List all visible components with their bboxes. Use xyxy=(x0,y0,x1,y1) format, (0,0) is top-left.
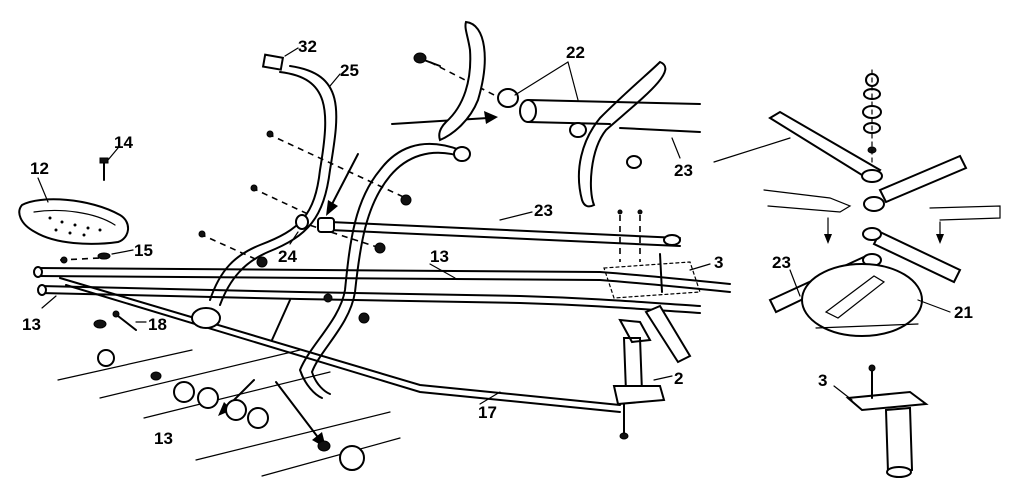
bolt-part xyxy=(93,310,137,331)
screw-part xyxy=(99,157,109,181)
leader-line xyxy=(833,385,853,401)
callout-12: 12 xyxy=(30,159,49,178)
callout-13-bottom: 13 xyxy=(154,429,173,448)
callout-23-top: 23 xyxy=(674,161,693,180)
callout-17: 17 xyxy=(478,403,497,422)
leader-line xyxy=(514,61,569,96)
seat-part xyxy=(18,198,129,245)
leader-line xyxy=(284,47,299,57)
leader-line xyxy=(499,211,533,221)
callout-13-mid: 13 xyxy=(430,247,449,266)
connector-tube-part xyxy=(497,88,701,133)
mount-bracket-part xyxy=(845,364,929,478)
bracket-part xyxy=(603,253,701,299)
bolt-top xyxy=(413,52,642,169)
diagonal-brace xyxy=(59,277,621,413)
assembly-line xyxy=(199,233,263,263)
callout-23-mid: 23 xyxy=(534,201,553,220)
washer-part xyxy=(97,252,111,260)
leader-line xyxy=(479,391,501,405)
assembly-line xyxy=(429,61,501,99)
callout-13-left: 13 xyxy=(22,315,41,334)
callout-23-right: 23 xyxy=(772,253,791,272)
callout-14: 14 xyxy=(114,133,133,152)
leader-line xyxy=(689,263,711,271)
callout-15: 15 xyxy=(134,241,153,260)
hardware-nuts xyxy=(60,130,643,324)
callout-21: 21 xyxy=(954,303,973,322)
callout-18: 18 xyxy=(148,315,167,334)
leader-line xyxy=(789,269,801,297)
assembly-line xyxy=(59,257,101,261)
leader-line xyxy=(329,73,341,87)
leader-line xyxy=(917,299,951,313)
leader-line xyxy=(653,375,673,381)
assembly-line xyxy=(299,221,381,249)
leader-line xyxy=(111,249,134,255)
curved-leg-tube xyxy=(438,20,667,208)
hardware-strip xyxy=(57,349,401,477)
assembly-line xyxy=(267,133,411,201)
callout-2: 2 xyxy=(674,369,683,388)
handle-bar-part xyxy=(209,53,338,306)
leader-line xyxy=(713,137,791,163)
leader-line xyxy=(41,295,57,309)
callout-3-right: 3 xyxy=(818,371,827,390)
callout-32: 32 xyxy=(298,37,317,56)
leader-line xyxy=(671,137,681,159)
callout-22: 22 xyxy=(566,43,585,62)
washer-stack xyxy=(862,69,882,169)
callout-3-mid: 3 xyxy=(714,253,723,272)
leader-line xyxy=(37,177,49,203)
cross-bar-part xyxy=(295,214,681,247)
callout-25: 25 xyxy=(340,61,359,80)
leader-line xyxy=(567,61,579,101)
base-plate-part xyxy=(801,263,923,337)
leader-line xyxy=(429,263,456,279)
callout-24: 24 xyxy=(278,247,297,266)
leader-line xyxy=(107,147,119,161)
leader-line xyxy=(289,231,299,245)
swivel-post-part xyxy=(612,304,692,440)
assembly-line xyxy=(251,187,311,216)
ghosted-arms xyxy=(763,189,1001,244)
